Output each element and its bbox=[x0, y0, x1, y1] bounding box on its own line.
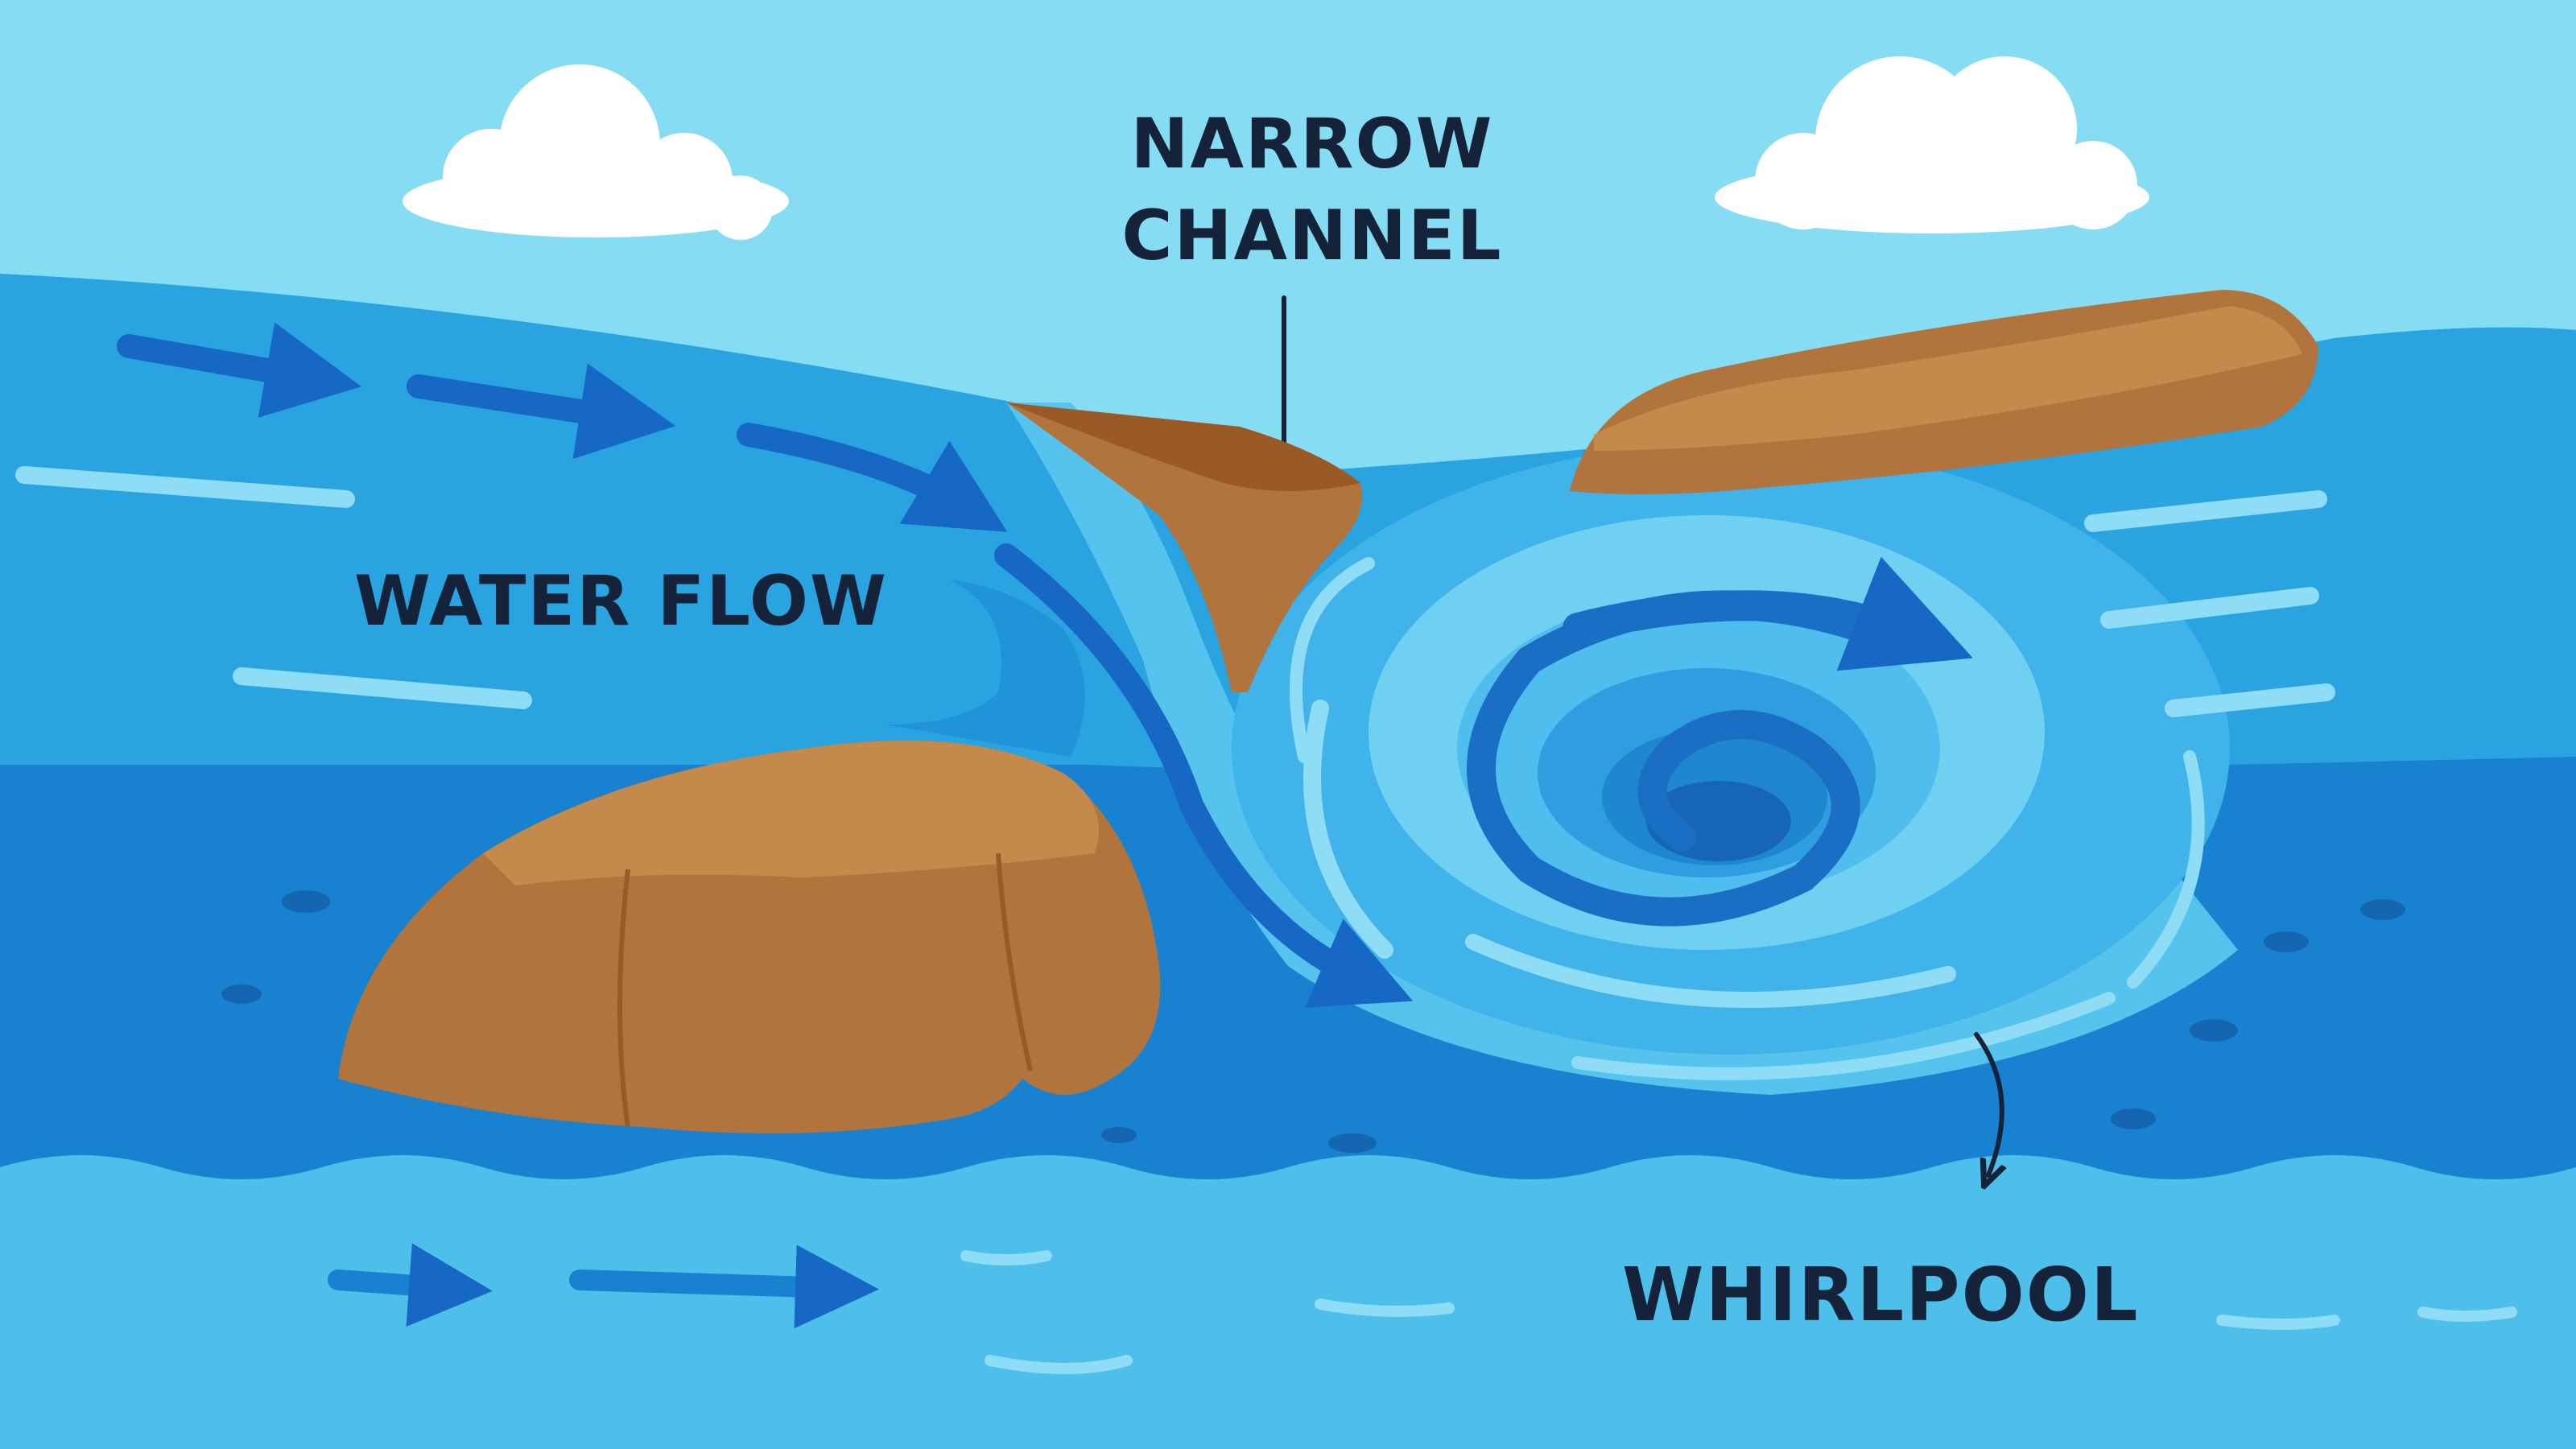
flow-arrow-2 bbox=[407, 363, 676, 460]
whirlpool-pointer bbox=[1974, 1032, 2002, 1175]
label-narrow-channel-line1: NARROW bbox=[1131, 104, 1494, 184]
label-narrow-channel-line2: CHANNEL bbox=[1121, 196, 1502, 276]
channel-rock bbox=[1006, 402, 1362, 692]
flow-arrow-4 bbox=[994, 543, 1414, 1008]
whirlpool bbox=[1232, 443, 2230, 1080]
flow-arrow-1 bbox=[117, 322, 362, 418]
flow-arrows bbox=[117, 322, 1414, 1008]
flow-arrow-3 bbox=[737, 423, 1008, 532]
cloud-left bbox=[402, 64, 789, 240]
label-water-flow: WATER FLOW bbox=[354, 561, 888, 642]
ripples bbox=[15, 466, 2335, 717]
cloud-right bbox=[1715, 56, 2149, 233]
seabed-spots bbox=[221, 890, 2405, 1153]
foreground-ripples bbox=[960, 1250, 2517, 1374]
foreground-flow-arrows bbox=[328, 1243, 879, 1329]
left-rock bbox=[338, 580, 1161, 1133]
right-rock bbox=[1570, 290, 2318, 494]
foreground-water bbox=[0, 1155, 2576, 1449]
label-whirlpool: WHIRLPOOL bbox=[1622, 1252, 2140, 1338]
